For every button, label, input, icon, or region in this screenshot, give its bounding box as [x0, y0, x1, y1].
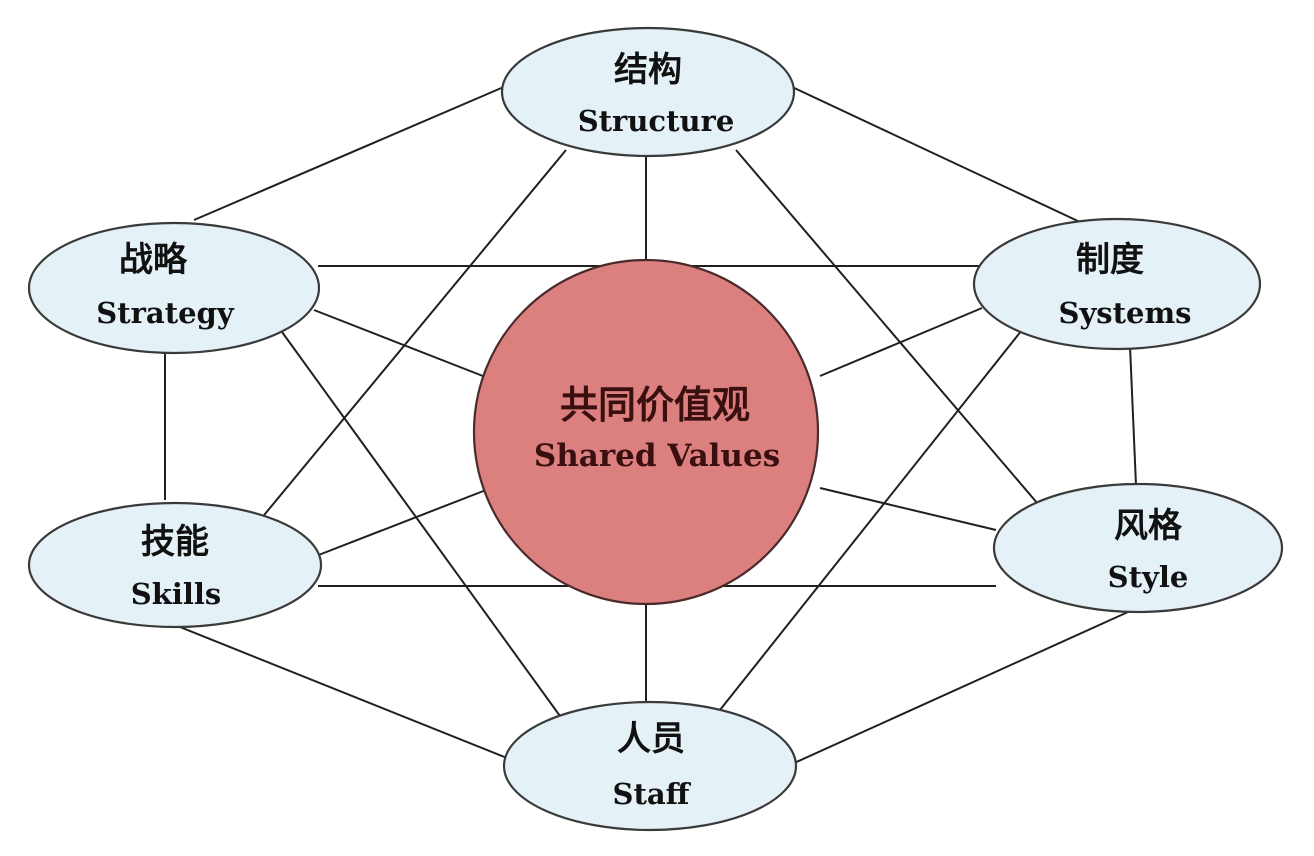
- line-strategy-shared-values: [313, 309, 489, 379]
- line-systems-style: [1129, 345, 1137, 486]
- shared-values-circle: [472, 258, 820, 606]
- line-skills-staff: [174, 624, 513, 761]
- structure-cn-label: 结构: [614, 50, 682, 90]
- node-structure: 结构 Structure: [500, 26, 796, 158]
- line-systems-shared-values: [819, 307, 983, 377]
- line-systems-staff: [711, 329, 1023, 721]
- style-cn-label: 风格: [1114, 506, 1183, 546]
- strategy-cn-label: 战略: [119, 240, 188, 280]
- skills-en-label: Skills: [131, 577, 221, 611]
- node-skills: 技能 Skills: [27, 501, 323, 629]
- shared-values-cn-label: 共同价值观: [560, 383, 750, 427]
- line-structure-style: [735, 149, 1039, 505]
- node-strategy: 战略 Strategy: [27, 221, 321, 355]
- line-strategy-staff: [281, 331, 561, 717]
- staff-en-label: Staff: [613, 777, 692, 811]
- line-style-staff: [791, 611, 1129, 765]
- skills-ellipse: [27, 501, 323, 629]
- line-style-shared-values: [819, 487, 997, 531]
- structure-en-label: Structure: [578, 104, 735, 138]
- line-skills-shared-values: [315, 489, 487, 557]
- line-structure-skills: [259, 149, 567, 521]
- line-structure-systems: [789, 85, 1081, 223]
- staff-ellipse: [502, 700, 798, 832]
- staff-cn-label: 人员: [617, 719, 685, 759]
- node-systems: 制度 Systems: [972, 217, 1262, 351]
- node-staff: 人员 Staff: [502, 700, 798, 832]
- style-ellipse: [992, 482, 1284, 614]
- systems-en-label: Systems: [1059, 296, 1192, 330]
- strategy-en-label: Strategy: [96, 296, 235, 330]
- structure-ellipse: [500, 26, 796, 158]
- systems-cn-label: 制度: [1076, 240, 1144, 280]
- shared-values-en-label: Shared Values: [534, 438, 780, 474]
- node-shared-values: 共同价值观 Shared Values: [472, 258, 820, 606]
- strategy-ellipse: [27, 221, 321, 355]
- style-en-label: Style: [1108, 560, 1189, 594]
- line-structure-strategy: [193, 85, 507, 221]
- node-style: 风格 Style: [992, 482, 1284, 614]
- systems-ellipse: [972, 217, 1262, 351]
- skills-cn-label: 技能: [141, 522, 209, 562]
